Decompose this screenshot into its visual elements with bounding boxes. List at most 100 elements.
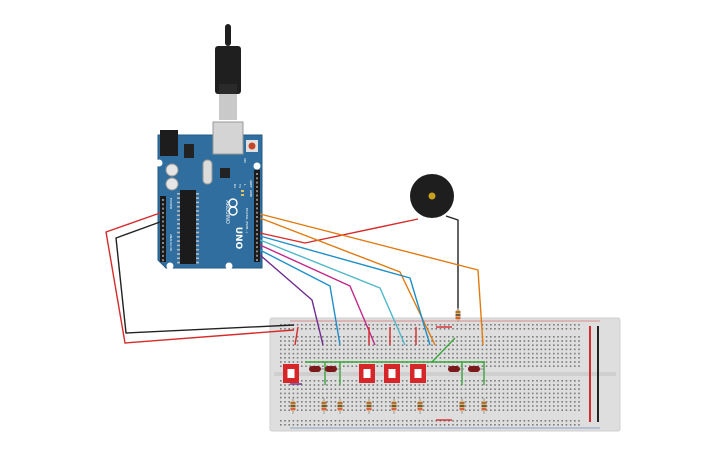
breadboard-hole[interactable] [527, 396, 530, 399]
breadboard-hole[interactable] [317, 424, 320, 426]
breadboard-hole[interactable] [515, 380, 517, 382]
breadboard-hole[interactable] [502, 405, 505, 407]
breadboard-hole[interactable] [569, 357, 572, 359]
breadboard-hole[interactable] [477, 357, 479, 359]
breadboard-hole[interactable] [431, 396, 433, 399]
breadboard-hole[interactable] [532, 344, 534, 346]
pushbutton-cap[interactable] [388, 369, 396, 378]
breadboard-hole[interactable] [519, 384, 521, 386]
breadboard-hole[interactable] [414, 396, 416, 399]
breadboard-hole[interactable] [305, 396, 307, 399]
breadboard-hole[interactable] [519, 396, 521, 399]
breadboard-hole[interactable] [359, 388, 362, 390]
breadboard-hole[interactable] [578, 388, 580, 390]
wire-orange-1[interactable] [259, 213, 484, 346]
breadboard-hole[interactable] [506, 380, 509, 382]
breadboard-hole[interactable] [498, 344, 500, 346]
breadboard-hole[interactable] [376, 344, 379, 346]
breadboard-hole[interactable] [313, 420, 316, 422]
breadboard-hole[interactable] [565, 328, 568, 330]
breadboard-hole[interactable] [376, 420, 379, 422]
breadboard-hole[interactable] [414, 352, 416, 355]
breadboard-hole[interactable] [578, 336, 580, 338]
breadboard-hole[interactable] [334, 357, 337, 359]
breadboard-hole[interactable] [473, 380, 475, 382]
breadboard-hole[interactable] [347, 336, 349, 338]
breadboard-hole[interactable] [544, 357, 547, 359]
breadboard-hole[interactable] [414, 409, 416, 411]
breadboard-hole[interactable] [326, 336, 328, 338]
breadboard-hole[interactable] [364, 409, 366, 411]
breadboard-hole[interactable] [527, 420, 530, 422]
breadboard-hole[interactable] [422, 340, 425, 342]
breadboard-hole[interactable] [519, 380, 521, 382]
breadboard-hole[interactable] [557, 344, 559, 346]
breadboard-hole[interactable] [410, 357, 412, 359]
breadboard-hole[interactable] [422, 336, 425, 338]
breadboard-hole[interactable] [544, 401, 547, 403]
breadboard-hole[interactable] [410, 420, 412, 422]
breadboard-hole[interactable] [523, 352, 526, 355]
breadboard-hole[interactable] [301, 336, 303, 338]
breadboard-hole[interactable] [477, 405, 479, 407]
breadboard-hole[interactable] [548, 361, 551, 363]
arduino-uno[interactable]: ARDUINO UNO ON L TX RX AREF GND DIGITAL … [155, 24, 263, 270]
breadboard-hole[interactable] [301, 384, 303, 386]
breadboard-hole[interactable] [397, 409, 400, 411]
breadboard-hole[interactable] [280, 392, 282, 395]
breadboard-hole[interactable] [464, 365, 467, 367]
breadboard-hole[interactable] [448, 392, 450, 395]
breadboard-hole[interactable] [427, 392, 429, 395]
breadboard-hole[interactable] [317, 388, 320, 390]
breadboard-hole[interactable] [389, 424, 391, 426]
breadboard-hole[interactable] [422, 357, 425, 359]
breadboard-hole[interactable] [427, 340, 429, 342]
breadboard-hole[interactable] [519, 344, 521, 346]
breadboard-hole[interactable] [372, 348, 374, 351]
breadboard-hole[interactable] [553, 388, 555, 390]
breadboard-hole[interactable] [359, 424, 362, 426]
breadboard-hole[interactable] [494, 352, 496, 355]
breadboard-hole[interactable] [561, 352, 563, 355]
breadboard-hole[interactable] [527, 348, 530, 351]
breadboard-hole[interactable] [578, 380, 580, 382]
breadboard-hole[interactable] [376, 405, 379, 407]
breadboard-hole[interactable] [313, 424, 316, 426]
breadboard-hole[interactable] [296, 392, 299, 395]
breadboard-hole[interactable] [401, 328, 404, 330]
digital-pin[interactable] [256, 237, 258, 240]
breadboard-hole[interactable] [355, 348, 358, 351]
breadboard-hole[interactable] [569, 348, 572, 351]
breadboard-hole[interactable] [334, 388, 337, 390]
breadboard-hole[interactable] [544, 336, 547, 338]
breadboard-hole[interactable] [376, 324, 379, 326]
breadboard-hole[interactable] [351, 388, 353, 390]
breadboard-hole[interactable] [485, 384, 488, 386]
breadboard-hole[interactable] [393, 388, 395, 390]
breadboard-hole[interactable] [296, 340, 299, 342]
breadboard-hole[interactable] [548, 392, 551, 395]
breadboard-hole[interactable] [284, 336, 286, 338]
breadboard-hole[interactable] [393, 424, 395, 426]
breadboard-hole[interactable] [422, 384, 425, 386]
breadboard-hole[interactable] [326, 420, 328, 422]
breadboard-hole[interactable] [443, 365, 446, 367]
breadboard-hole[interactable] [347, 384, 349, 386]
breadboard-hole[interactable] [347, 424, 349, 426]
breadboard-hole[interactable] [469, 409, 471, 411]
breadboard-hole[interactable] [351, 392, 353, 395]
breadboard-hole[interactable] [485, 401, 488, 403]
breadboard-hole[interactable] [439, 348, 442, 351]
breadboard-hole[interactable] [498, 336, 500, 338]
pushbutton-cap[interactable] [414, 369, 422, 378]
breadboard-hole[interactable] [532, 340, 534, 342]
breadboard-hole[interactable] [326, 328, 328, 330]
breadboard-hole[interactable] [569, 396, 572, 399]
breadboard-hole[interactable] [326, 348, 328, 351]
breadboard-hole[interactable] [422, 328, 425, 330]
breadboard-hole[interactable] [343, 424, 345, 426]
breadboard-hole[interactable] [322, 424, 324, 426]
breadboard-hole[interactable] [536, 396, 538, 399]
breadboard-hole[interactable] [481, 344, 484, 346]
digital-pin[interactable] [256, 224, 258, 227]
